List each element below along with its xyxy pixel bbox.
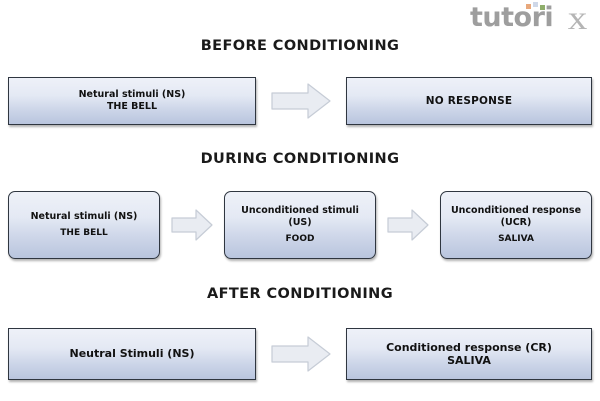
diagram-row-after: Neutral Stimuli (NS) Conditioned respons… [8,328,592,380]
section-title-after: AFTER CONDITIONING [206,286,394,302]
arrow-right-icon [270,82,332,120]
stage-box-line1: Unconditioned response (UCR) [450,205,582,229]
stage-box-line1: Neutral Stimuli (NS) [69,347,195,361]
diagram-row-during: Netural stimuli (NS) THE BELL Unconditio… [8,191,592,259]
section-title-during: DURING CONDITIONING [200,151,400,167]
stage-box-line2: SALIVA [498,233,534,244]
tutorix-logo: tutori x [470,0,588,37]
diagram-row-before: Netural stimuli (NS) THE BELL NO RESPONS… [8,77,592,125]
stage-box-line1: Netural stimuli (NS) [78,89,186,101]
stage-box-line2: THE BELL [106,101,158,112]
logo-square-orange-icon [526,4,531,9]
stage-box-neutral-stimuli: Netural stimuli (NS) THE BELL [8,191,160,259]
arrow-cell [376,191,440,259]
stage-box-line2: THE BELL [60,227,108,238]
section-title-before: BEFORE CONDITIONING [200,38,400,54]
logo-square-blue-icon [533,2,538,7]
stage-box-line2: SALIVA [447,354,491,367]
stage-box-conditioned-response: Conditioned response (CR) SALIVA [346,328,592,380]
arrow-cell [160,191,224,259]
stage-box-neutral-stimuli: Netural stimuli (NS) THE BELL [8,77,256,125]
logo-square-green-icon [540,5,545,10]
stage-box-unconditioned-response: Unconditioned response (UCR) SALIVA [440,191,592,259]
stage-box-line1: Unconditioned stimuli (US) [241,205,359,229]
stage-box-line1: Netural stimuli (NS) [30,211,138,223]
stage-box-line1: NO RESPONSE [425,94,513,107]
stage-box-no-response: NO RESPONSE [346,77,592,125]
stage-box-unconditioned-stimuli: Unconditioned stimuli (US) FOOD [224,191,376,259]
logo-x-glyph: x [567,0,588,37]
stage-box-line2: FOOD [285,233,315,244]
arrow-cell [256,328,346,380]
arrow-right-icon [170,208,214,242]
arrow-right-icon [270,335,332,373]
arrow-right-icon [386,208,430,242]
stage-box-line1: Conditioned response (CR) [386,340,552,354]
arrow-cell [256,77,346,125]
stage-box-neutral-stimuli: Neutral Stimuli (NS) [8,328,256,380]
logo-wordmark: tutori [470,2,554,33]
